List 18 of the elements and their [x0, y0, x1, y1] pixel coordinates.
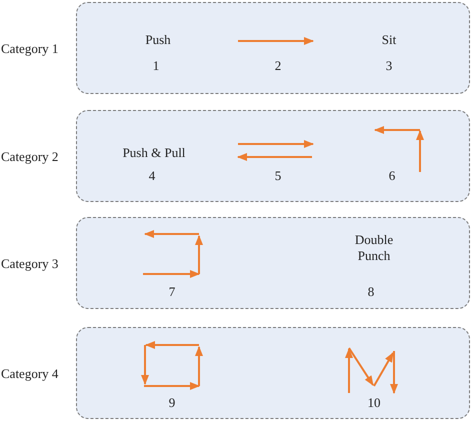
move-number: 3 — [384, 58, 394, 74]
move-number: 5 — [274, 168, 282, 184]
move-name: Sit — [380, 32, 398, 48]
move-number: 2 — [274, 58, 282, 74]
move-number: 10 — [366, 395, 382, 411]
category-label: Category 4 — [1, 366, 60, 382]
move-name: Push — [144, 32, 172, 48]
move-name: Double Punch — [354, 232, 394, 264]
category-label: Category 2 — [1, 149, 60, 165]
move-number: 9 — [168, 395, 176, 411]
move-number: 4 — [148, 168, 156, 184]
move-number: 7 — [168, 284, 176, 300]
move-number: 6 — [388, 168, 396, 184]
move-number: 8 — [366, 284, 376, 300]
move-number: 1 — [152, 58, 160, 74]
move-name: Push & Pull — [122, 145, 186, 161]
category-label: Category 1 — [1, 41, 60, 57]
category-label: Category 3 — [1, 256, 60, 272]
